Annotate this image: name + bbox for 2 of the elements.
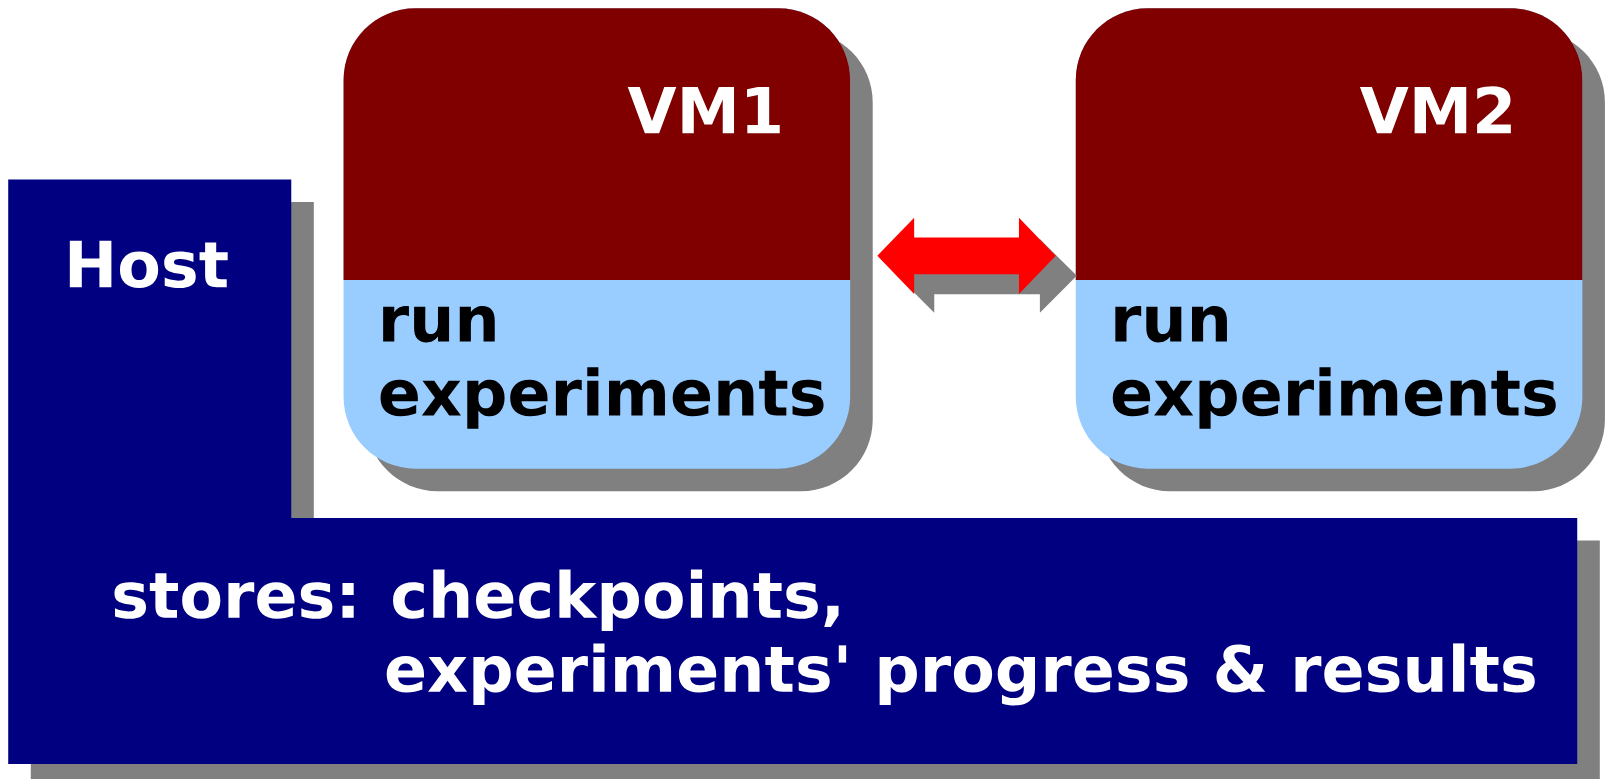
vm-box: VM1 run experiments: [343, 8, 873, 492]
vm-box: VM2 run experiments: [1075, 8, 1605, 492]
